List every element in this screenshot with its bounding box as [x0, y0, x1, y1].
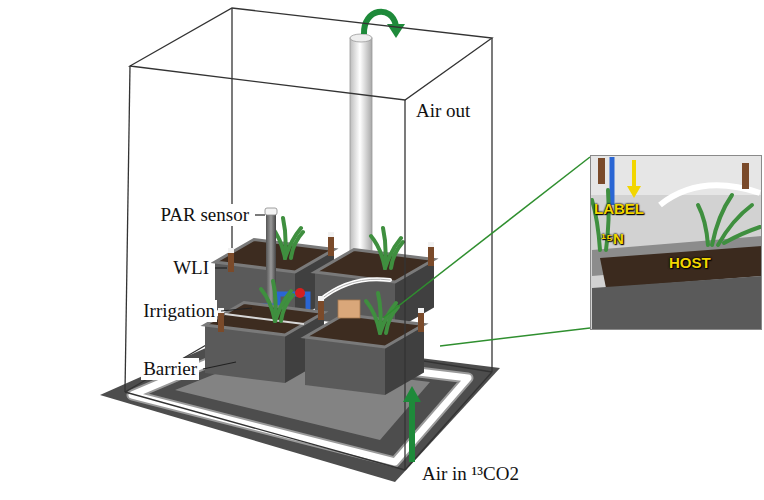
par-sensor — [265, 208, 277, 215]
part-label: Irrigation — [141, 300, 217, 322]
zoom-line — [440, 328, 590, 346]
wli-tube — [428, 246, 434, 266]
plant — [391, 242, 403, 268]
chamber-frame — [125, 8, 492, 470]
pot — [205, 303, 324, 336]
inset-picture — [742, 163, 749, 189]
chamber-frame — [125, 66, 130, 392]
wli-tube — [418, 308, 424, 313]
inset-picture — [598, 158, 605, 184]
chamber-frame — [404, 100, 405, 470]
inset-panel: LABEL ¹⁵N HOST — [590, 155, 762, 330]
air-in-arrow — [403, 386, 421, 402]
part-label: PAR sensor — [158, 204, 251, 226]
part-label: Barrier — [141, 358, 199, 380]
zoom-line — [383, 157, 590, 318]
leader-line — [221, 308, 252, 311]
leader-line — [255, 214, 265, 215]
chamber-frame — [491, 38, 492, 372]
pot — [305, 300, 424, 395]
pot — [225, 314, 304, 324]
wli-tube — [218, 312, 224, 332]
wli-tube — [328, 232, 334, 237]
inset-picture — [590, 155, 762, 330]
inset-picture — [698, 205, 708, 245]
plant — [261, 281, 398, 333]
chamber-frame — [125, 392, 405, 470]
irrigation-pipe — [295, 288, 305, 298]
air-in-arrow — [403, 386, 421, 462]
plant — [291, 232, 303, 258]
leader-line — [215, 267, 227, 268]
wli-tube — [318, 300, 324, 320]
leader-line — [203, 362, 236, 369]
plant — [366, 301, 380, 333]
air-out-arrow — [364, 12, 405, 38]
inset-picture — [724, 227, 760, 243]
wli-tube — [328, 236, 334, 256]
wli-tube — [318, 296, 324, 301]
zoom-label: LABEL — [594, 200, 644, 217]
inset-picture — [627, 186, 641, 198]
plant — [281, 295, 293, 321]
inset-picture — [632, 160, 636, 188]
zoom-line — [383, 157, 590, 346]
chamber-frame-back — [125, 8, 492, 392]
part-label: Air out — [414, 100, 472, 122]
pot — [338, 300, 360, 318]
chamber-frame — [130, 8, 492, 100]
wli-tube — [228, 248, 234, 253]
plant — [261, 289, 275, 321]
air-in-arrow — [409, 400, 415, 462]
air-out-tube — [350, 34, 372, 42]
inset-picture — [592, 190, 760, 250]
leader-line — [203, 215, 265, 369]
part-label: Air in ¹³CO2 — [420, 463, 521, 485]
plant — [271, 218, 403, 268]
wli-tube — [218, 232, 434, 332]
zoom-label: ¹⁵N — [601, 230, 624, 247]
wli-tube — [228, 252, 234, 272]
air-out-arrow — [364, 12, 396, 34]
wli-tube — [418, 312, 424, 332]
part-label: WLI — [171, 257, 211, 279]
plant — [371, 236, 385, 268]
wli-tube — [428, 242, 434, 247]
inset-picture — [592, 276, 762, 330]
zoom-label: HOST — [669, 254, 711, 271]
inset-picture — [590, 155, 762, 330]
chamber-frame — [405, 372, 492, 470]
